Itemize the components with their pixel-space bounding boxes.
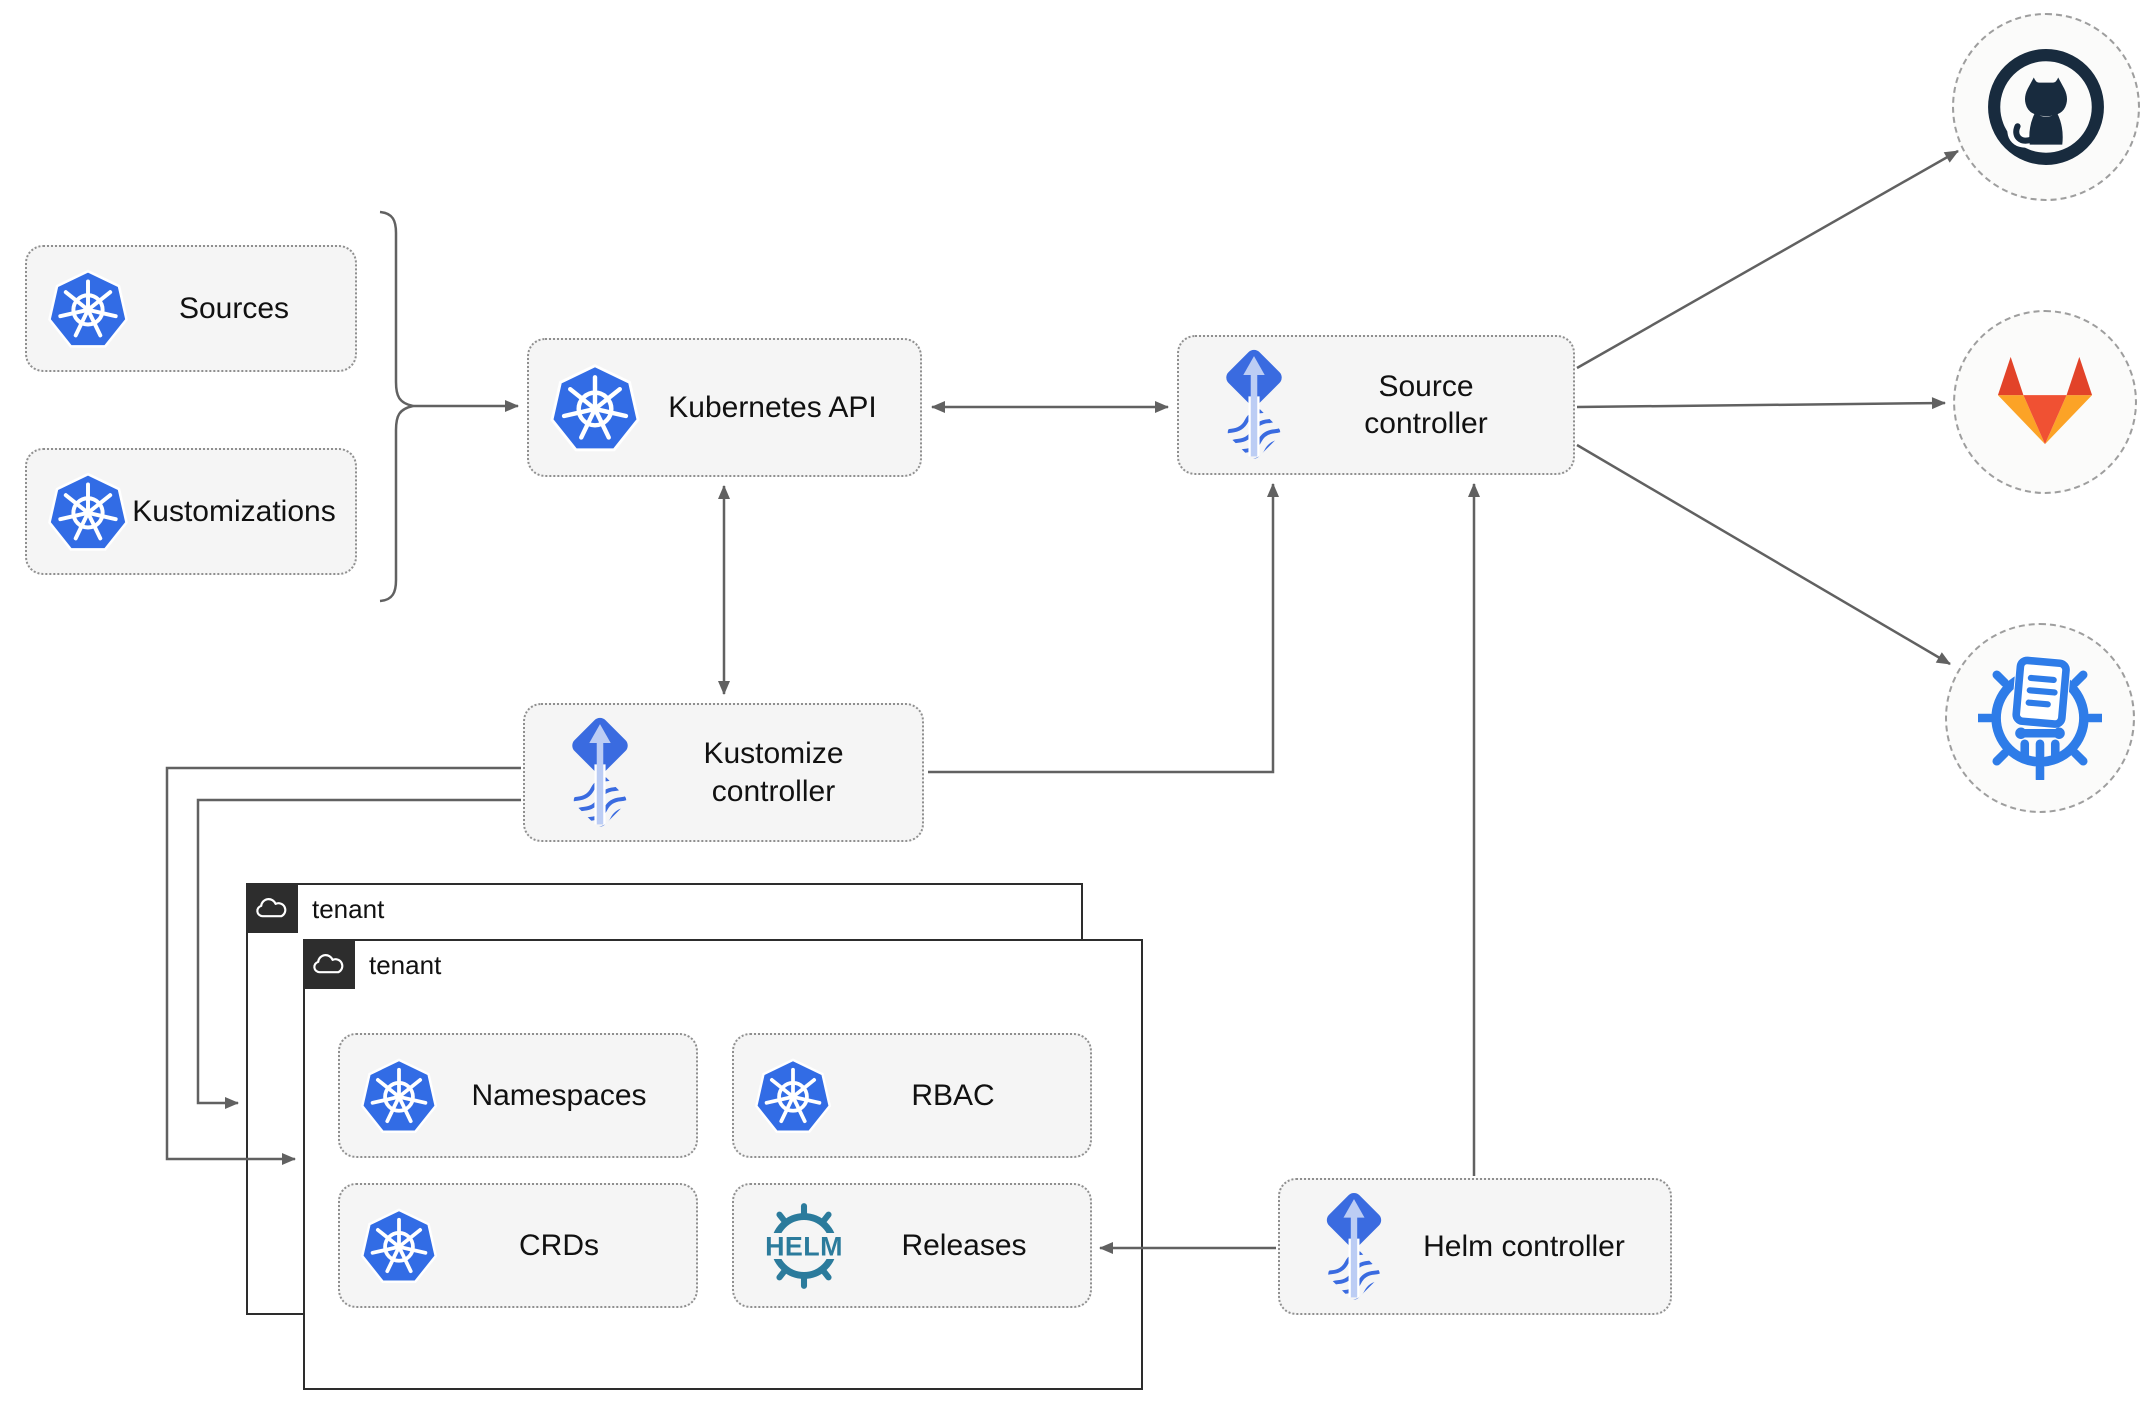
- edge-source-to-github: [1576, 149, 1959, 370]
- registry-circle: [1945, 623, 2135, 813]
- tenant-group-front: [303, 939, 1143, 1390]
- node-rbac: RBAC: [732, 1033, 1092, 1158]
- edge-source-to-registry: [1576, 443, 1951, 666]
- container-registry-wheel-icon: [1978, 656, 2102, 780]
- flux-icon: [1312, 1188, 1396, 1306]
- node-kubernetes-api-label: Kubernetes API: [668, 390, 877, 424]
- node-kustomizations: Kustomizations: [25, 448, 357, 575]
- helm-icon: HELM: [752, 1202, 856, 1290]
- flux-icon: [557, 713, 643, 833]
- node-crds: CRDs: [338, 1183, 698, 1308]
- edge-kustomize-to-source: [928, 483, 1279, 774]
- tenant-front-label: tenant: [369, 950, 442, 980]
- kubernetes-icon: [547, 360, 643, 456]
- cloud-icon: [254, 895, 290, 922]
- node-namespaces: Namespaces: [338, 1033, 698, 1158]
- flux-icon: [1211, 345, 1297, 465]
- node-namespaces-label: Namespaces: [471, 1078, 647, 1112]
- node-kustomize-controller-label: Kustomize controller: [703, 737, 844, 808]
- kubernetes-icon: [358, 1055, 440, 1137]
- node-rbac-label: RBAC: [911, 1078, 995, 1112]
- node-kustomize-controller: Kustomize controller: [523, 703, 924, 842]
- node-source-controller-label: Source controller: [1364, 369, 1488, 441]
- node-kustomizations-label: Kustomizations: [132, 494, 336, 528]
- github-octocat-icon: [1985, 46, 2107, 168]
- node-sources-label: Sources: [178, 291, 290, 325]
- gitlab-circle: [1953, 310, 2137, 494]
- gitlab-tanuki-icon: [1986, 351, 2104, 453]
- tenant-back-tab: [246, 883, 298, 933]
- kubernetes-icon: [45, 266, 131, 352]
- kubernetes-icon: [752, 1055, 834, 1137]
- helm-logo-text: HELM: [765, 1231, 843, 1261]
- node-crds-label: CRDs: [519, 1228, 599, 1262]
- node-releases-label: Releases: [901, 1228, 1027, 1262]
- brace-sources-group: [379, 210, 414, 603]
- node-releases: HELM Releases: [732, 1183, 1092, 1308]
- edge-source-to-gitlab: [1576, 397, 1946, 410]
- tenant-front-tab: [303, 939, 355, 989]
- node-sources: Sources: [25, 245, 357, 372]
- kubernetes-icon: [358, 1205, 440, 1287]
- kubernetes-icon: [45, 469, 131, 555]
- cloud-icon: [311, 951, 347, 978]
- tenant-back-label: tenant: [312, 894, 385, 924]
- node-kubernetes-api: Kubernetes API: [527, 338, 922, 477]
- node-helm-controller: Helm controller: [1278, 1178, 1672, 1315]
- node-source-controller: Source controller: [1177, 335, 1575, 475]
- github-circle: [1952, 13, 2140, 201]
- node-helm-controller-label: Helm controller: [1423, 1229, 1625, 1263]
